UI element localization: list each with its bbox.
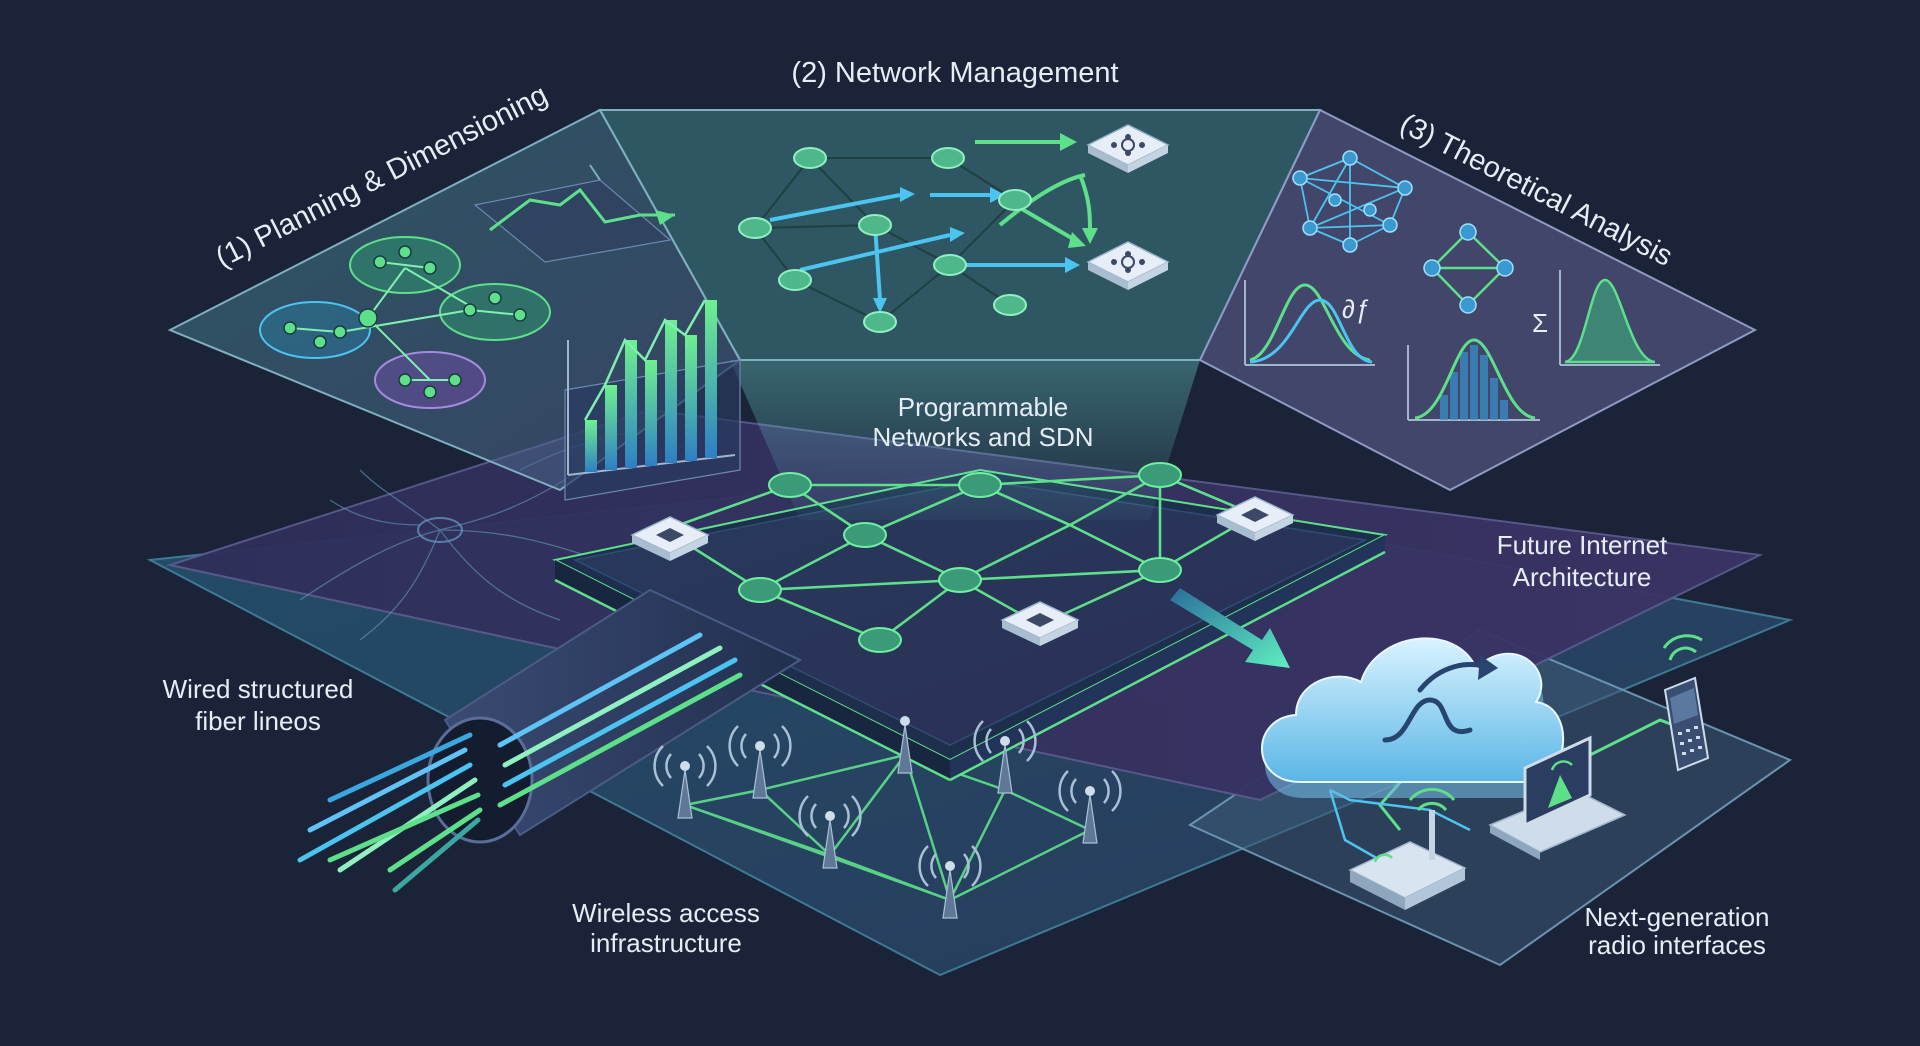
network-node	[863, 311, 897, 333]
antenna-tower-icon	[918, 845, 982, 919]
network-node	[858, 214, 892, 236]
sdn-node	[958, 472, 1002, 498]
network-node	[993, 294, 1027, 316]
sdn-node	[768, 472, 812, 498]
future-internet-label-line2: Architecture	[1513, 562, 1652, 592]
router-chip-icon	[1215, 496, 1295, 541]
sdn-node	[843, 522, 887, 548]
network-node	[738, 217, 772, 239]
wireless-access-label-line2: infrastructure	[590, 928, 742, 958]
antenna-tower-icon	[653, 745, 717, 819]
antenna-tower-icon	[897, 716, 913, 774]
network-node	[931, 147, 965, 169]
network-node	[998, 189, 1032, 211]
wireless-access-label-line1: Wireless access	[572, 898, 760, 928]
planning-contents	[259, 164, 741, 501]
sdn-node	[938, 567, 982, 593]
cloud-icon	[1261, 637, 1566, 798]
sdn-node	[738, 577, 782, 603]
wired-fiber-label-line1: Wired structured	[163, 674, 354, 704]
management-contents	[738, 124, 1170, 333]
router-chip-icon	[1000, 601, 1080, 646]
network-node	[933, 254, 967, 276]
future-internet-label-line1: Future Internet	[1497, 530, 1668, 560]
fiber-cable-icon	[297, 588, 803, 893]
bar-chart-icon	[473, 164, 675, 263]
wired-fiber-label-line2: fiber lineos	[195, 706, 321, 736]
sigma-symbol: Σ	[1532, 308, 1548, 338]
router-chip-icon	[1086, 124, 1170, 173]
wifi-router-icon	[1348, 787, 1467, 910]
sdn-label-line1: Programmable	[898, 392, 1069, 422]
laptop-icon	[1488, 735, 1627, 860]
network-management-label: (2) Network Management	[791, 57, 1118, 89]
flow-arrow	[1170, 588, 1290, 668]
partial-symbol: ∂ƒ	[1342, 294, 1369, 324]
radio-interfaces-label-line1: Next-generation	[1585, 902, 1770, 932]
sdn-graph	[630, 462, 1295, 653]
network-node	[778, 269, 812, 291]
bell-curve-icon	[1244, 280, 1375, 366]
bell-curve-icon	[1559, 270, 1660, 366]
bar-chart-icon	[564, 299, 741, 501]
bell-curve-icon	[1407, 338, 1540, 421]
sdn-label-line2: Networks and SDN	[872, 422, 1093, 452]
radio-interfaces-label-line2: radio interfaces	[1588, 930, 1766, 960]
sdn-node	[1138, 462, 1182, 488]
theory-contents: ∂ƒ Σ	[1244, 150, 1660, 421]
network-node	[793, 147, 827, 169]
sdn-node	[858, 627, 902, 653]
mobile-phone-icon	[1662, 634, 1710, 772]
sdn-node	[1138, 557, 1182, 583]
router-chip-icon	[630, 516, 710, 561]
router-chip-icon	[1086, 241, 1170, 290]
